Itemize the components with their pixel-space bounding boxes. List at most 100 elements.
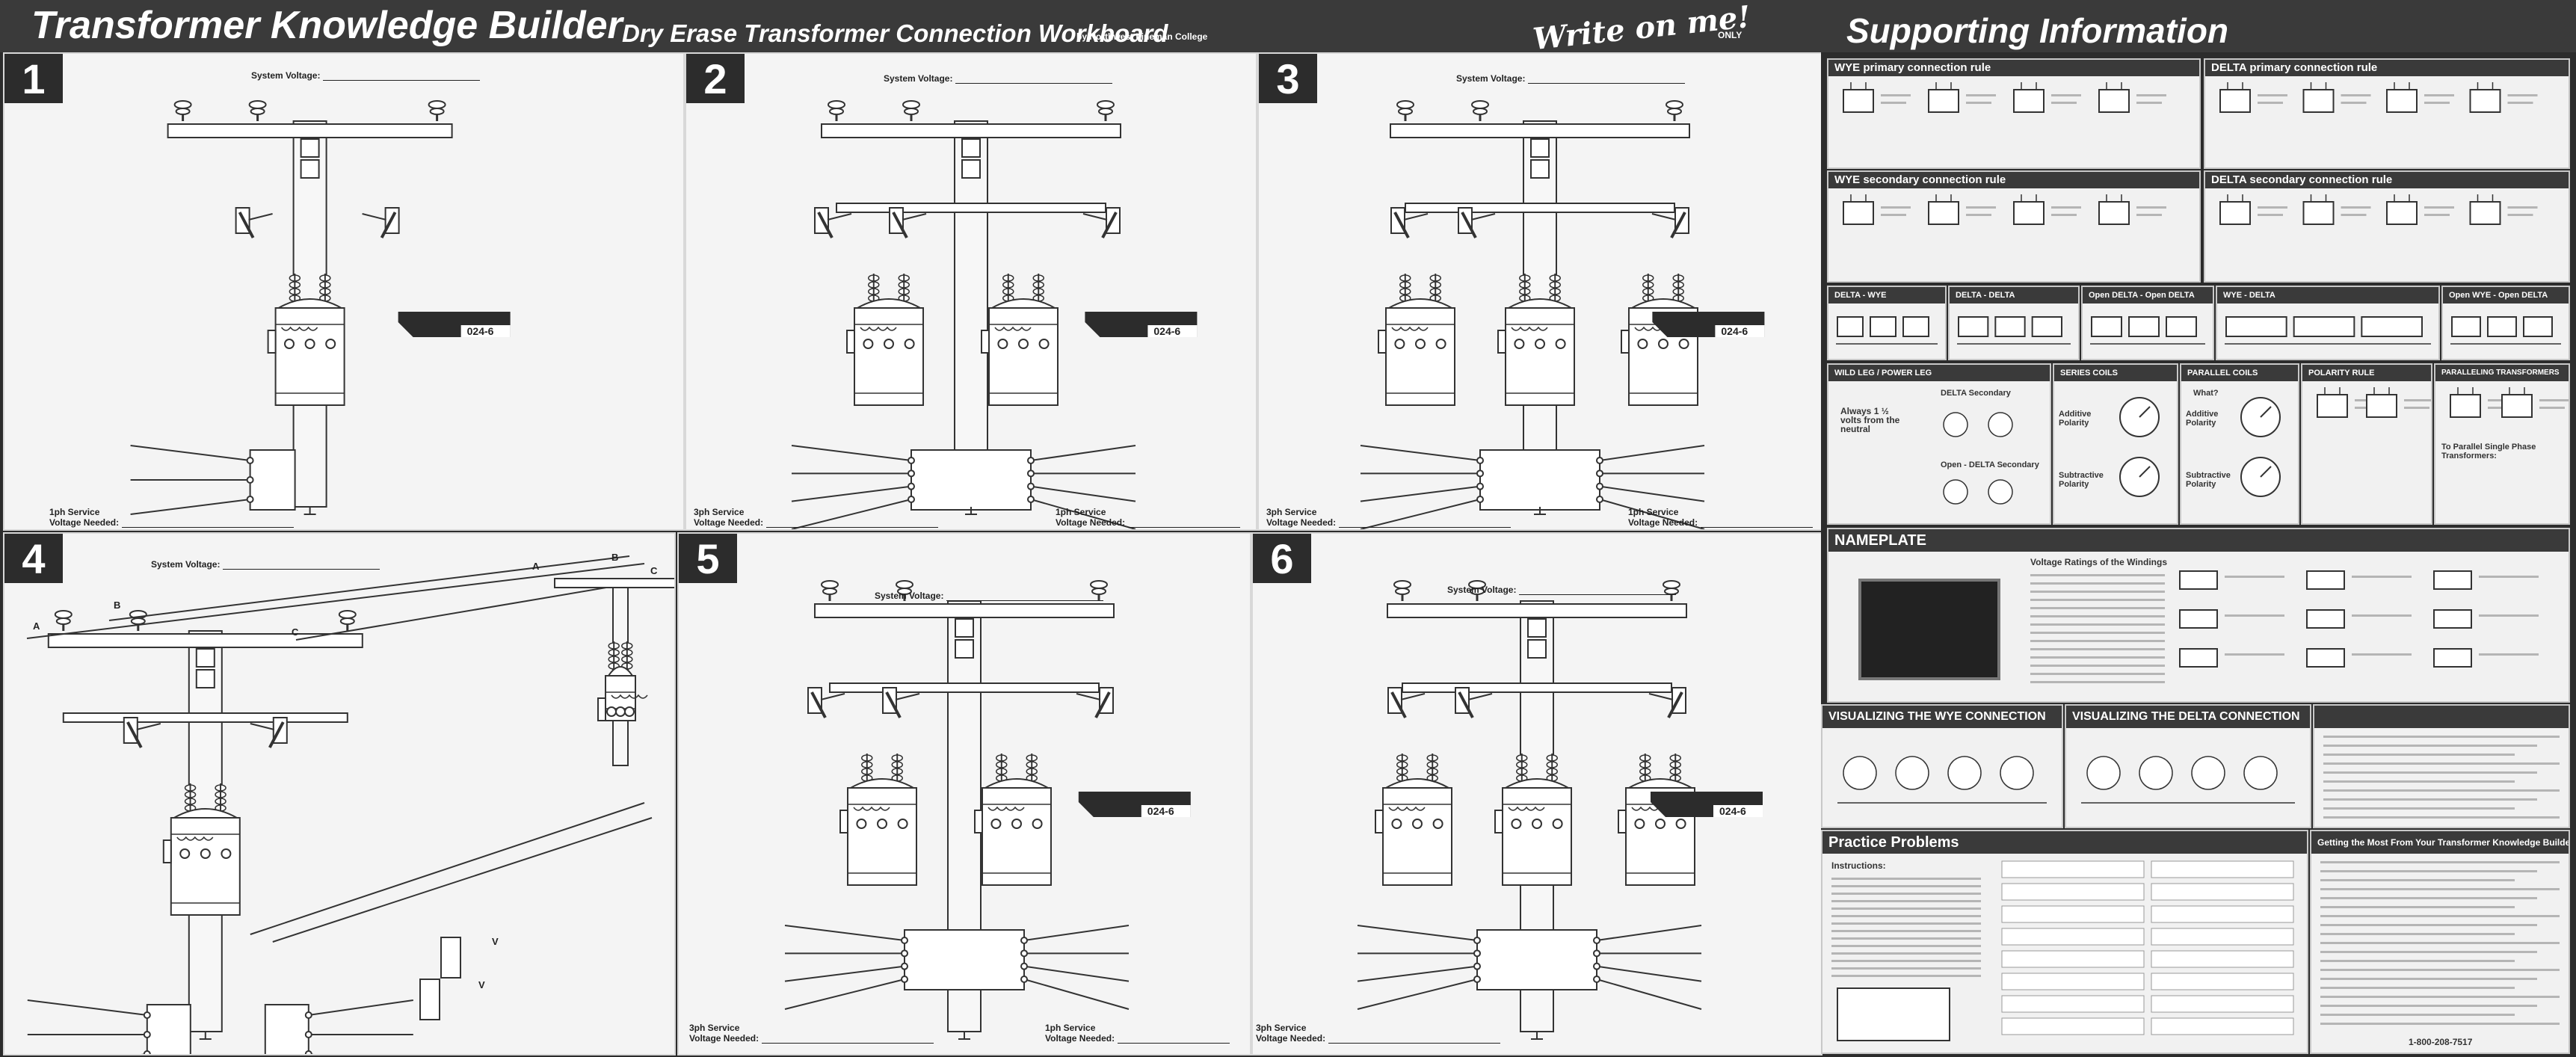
secondary-bushing	[1412, 819, 1423, 829]
pole-bracket	[961, 138, 981, 158]
pole-bracket	[1527, 618, 1547, 638]
transformer-tank	[982, 787, 1052, 886]
crossarm	[47, 633, 363, 648]
mini-transformer	[1843, 89, 1874, 113]
support-title: Supporting Information	[1846, 11, 2229, 50]
nameplate-diagram	[2030, 570, 2539, 683]
system-voltage-field[interactable]: System Voltage:	[1447, 585, 1677, 595]
text-line	[2539, 407, 2565, 409]
card-title: DELTA primary connection rule	[2205, 60, 2569, 76]
supporting-information: WYE primary connection rule DELTA primar…	[1821, 52, 2573, 1054]
secondary-bushing	[221, 848, 232, 859]
practice-row	[2001, 1017, 2145, 1035]
insulator-skirt	[822, 588, 837, 595]
wye-primary-diagram	[1843, 82, 2166, 113]
pole-drawing	[26, 555, 674, 1054]
secondary-bushing	[606, 706, 617, 717]
phase-label: A	[33, 620, 40, 632]
hanger-bracket	[974, 810, 983, 833]
insulator	[1471, 100, 1489, 109]
practice-row	[2151, 973, 2294, 990]
mini-transformer	[2219, 89, 2251, 113]
service-type: 1ph Service	[1628, 507, 1679, 517]
insulator-skirt	[904, 108, 919, 115]
text-line	[2424, 102, 2450, 104]
text-line	[2136, 206, 2166, 209]
service-box	[1479, 449, 1600, 511]
panel-number: 6	[1253, 534, 1311, 583]
service-drop	[1357, 979, 1478, 1010]
service-drop	[791, 445, 912, 461]
insulator	[828, 100, 845, 109]
hanger-bracket	[839, 810, 848, 833]
pole-bracket	[300, 138, 320, 158]
system-voltage-field[interactable]: System Voltage:	[884, 73, 1113, 84]
system-voltage-field[interactable]: System Voltage:	[151, 559, 380, 570]
text-line	[2030, 582, 2165, 585]
voltage-needed-label: Voltage Needed:	[1256, 1033, 1326, 1044]
cutout-fuse	[892, 212, 908, 238]
text-line	[2320, 969, 2560, 971]
service-drop	[1599, 445, 1705, 461]
text-line	[2030, 640, 2165, 642]
system-voltage-label: System Voltage:	[1456, 73, 1526, 84]
tag-number: 024-6	[1721, 325, 1748, 337]
wild-leg-diagram	[1943, 412, 2013, 505]
mini-bank-unit	[1902, 316, 1929, 337]
system-voltage-label: System Voltage:	[884, 73, 953, 84]
additive-label: Additive Polarity	[2186, 410, 2219, 428]
cutout-bracket	[1400, 693, 1426, 700]
system-voltage-label: System Voltage:	[875, 591, 944, 601]
connector	[1473, 962, 1481, 970]
getting-most-card: Getting the Most From Your Transformer K…	[2310, 830, 2570, 1054]
text-line	[2258, 94, 2287, 96]
system-voltage-field[interactable]: System Voltage:	[1456, 73, 1686, 84]
mini-wiring	[2179, 648, 2218, 668]
text-line	[2030, 607, 2165, 609]
secondary-bushing	[1514, 339, 1525, 349]
mini-transformer	[2098, 89, 2130, 113]
practice-row	[2001, 973, 2145, 990]
meter-label: V	[478, 979, 485, 990]
insulator	[338, 610, 357, 619]
system-voltage-field[interactable]: System Voltage:	[251, 70, 481, 81]
connection-card-wye-delta: WYE - DELTA	[2216, 286, 2440, 360]
voltage-needed-label: Voltage Needed:	[1266, 517, 1337, 528]
panel-4[interactable]: 4 System Voltage: A B C A B C V V	[3, 532, 676, 1056]
system-voltage-field[interactable]: System Voltage:	[875, 591, 1104, 601]
insulator	[54, 610, 73, 619]
text-line	[2320, 897, 2537, 899]
text-line	[2323, 736, 2560, 738]
voltage-needed-label: Voltage Needed:	[689, 1033, 759, 1044]
cutout-fuse	[238, 212, 255, 238]
mini-bank-unit	[2293, 316, 2355, 337]
connector	[1473, 976, 1481, 983]
text-line	[2341, 206, 2371, 209]
connector	[1473, 949, 1481, 958]
connector	[1020, 949, 1028, 958]
pole-bracket	[195, 648, 215, 668]
service-drop	[130, 499, 250, 515]
connector	[1473, 937, 1481, 944]
connector	[1593, 949, 1600, 958]
connector	[1596, 469, 1603, 478]
phone-number: 1-800-208-7517	[2409, 1037, 2473, 1047]
text-line	[2404, 407, 2429, 409]
connector	[1027, 469, 1035, 478]
transformer-lid	[989, 298, 1058, 309]
wye-primary-card: WYE primary connection rule	[1827, 58, 2201, 169]
connector	[1020, 962, 1028, 970]
